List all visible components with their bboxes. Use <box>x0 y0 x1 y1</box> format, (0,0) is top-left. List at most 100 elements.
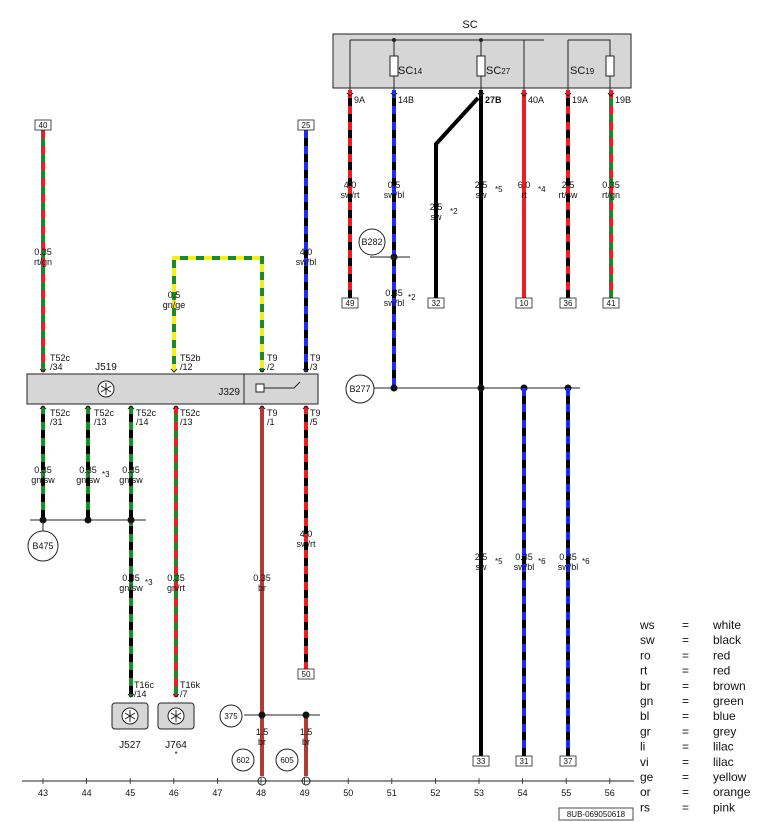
wire-color-label: gn/rt <box>167 583 186 593</box>
legend-code: gn <box>640 694 653 708</box>
ground-point-icon <box>345 374 375 404</box>
wire-size-label: 0.35 <box>122 573 140 583</box>
fuse-junction <box>479 38 483 42</box>
wire-layer <box>30 90 615 786</box>
connector-arrow-icon <box>170 368 178 373</box>
svg-text:T52c: T52c <box>136 408 157 418</box>
wire-color-label: rt/gn <box>34 257 52 267</box>
legend-color-name: blue <box>713 709 736 723</box>
terminal-box <box>602 297 620 309</box>
wire-note: *3 <box>145 578 153 587</box>
svg-text:T52c: T52c <box>50 408 71 418</box>
fuse-panel-title: SC <box>462 19 477 31</box>
svg-text:27B: 27B <box>485 95 502 105</box>
wire-size-label: 0.5 <box>168 290 181 300</box>
wire-note: *4 <box>538 185 546 194</box>
terminal-number: 25 <box>302 121 311 130</box>
fuse-outputs: 9A 14B 27B 40A 19A 19B <box>354 95 631 105</box>
svg-text:T52c: T52c <box>50 353 71 363</box>
wire-color-label: br <box>258 737 266 747</box>
wire-size-label: 0.35 <box>167 573 185 583</box>
svg-text:T16k: T16k <box>180 680 201 690</box>
wire-stripe <box>172 256 264 372</box>
column-number: 56 <box>605 788 615 798</box>
legend-code: ws <box>639 618 655 632</box>
wire-color-label: rt/gn <box>602 190 620 200</box>
column-number: 43 <box>38 788 48 798</box>
connector-arrow-icon <box>346 92 354 97</box>
column-number: 54 <box>518 788 528 798</box>
legend-code: li <box>640 740 645 754</box>
wire-size-label: 0.35 <box>385 288 403 298</box>
connector-arrow-icon <box>258 405 266 410</box>
wire-size-label: 0.35 <box>253 573 271 583</box>
connector-arrow-icon <box>607 92 615 97</box>
junction-dot <box>127 516 135 524</box>
legend-color-name: lilac <box>713 755 734 769</box>
terminal-box <box>341 297 359 309</box>
wire-color-label: gn/sw <box>119 583 143 593</box>
wire-note: *2 <box>450 207 458 216</box>
column-number: 51 <box>387 788 397 798</box>
junction-dot <box>84 516 92 524</box>
component-note-j764: * <box>174 750 177 759</box>
wire-size-label: 0.35 <box>602 180 620 190</box>
wire-size-label: 0.5 <box>388 180 401 190</box>
relay-j329 <box>243 373 319 405</box>
wire-color-label: sw <box>476 190 488 200</box>
svg-text:T16c: T16c <box>134 680 155 690</box>
legend-color-name: red <box>713 648 730 662</box>
ground-point-label: 605 <box>280 756 294 765</box>
ground-point-icon <box>219 704 243 728</box>
legend-code: gr <box>640 724 651 738</box>
terminal-box <box>297 119 315 131</box>
ground-point-label: B475 <box>32 541 53 551</box>
control-unit-icon <box>124 710 136 722</box>
wire-note: *5 <box>495 557 503 566</box>
junction-dot <box>302 711 310 719</box>
component-label-j764: J764 <box>165 740 187 751</box>
column-number: 45 <box>125 788 135 798</box>
column-number: 52 <box>430 788 440 798</box>
wire-note: *5 <box>495 185 503 194</box>
terminal-box <box>515 755 533 767</box>
legend-equals: = <box>682 724 689 738</box>
wire-note: *3 <box>102 470 110 479</box>
terminal-box <box>515 297 533 309</box>
column-number: 50 <box>343 788 353 798</box>
legend-equals: = <box>682 770 689 784</box>
terminal-box <box>427 297 445 309</box>
terminal-box <box>559 297 577 309</box>
terminal-number: 40 <box>39 121 48 130</box>
svg-text:T52c: T52c <box>94 408 115 418</box>
svg-text:14B: 14B <box>398 95 414 105</box>
column-number: 48 <box>256 788 266 798</box>
svg-text:19B: 19B <box>615 95 631 105</box>
legend-color-name: grey <box>713 724 736 738</box>
column-number: 49 <box>300 788 310 798</box>
connector-arrow-icon <box>172 405 180 410</box>
wire-color-label: sw/rt <box>341 190 360 200</box>
legend-code: or <box>640 785 651 799</box>
relay-switch-icon <box>264 381 301 389</box>
column-number: 53 <box>474 788 484 798</box>
legend-color-name: green <box>713 694 744 708</box>
wire-size-label: 4.0 <box>344 180 357 190</box>
color-legend: ws=whitesw=blackro=redrt=redbr=browngn=g… <box>639 618 751 814</box>
wire-color-label: gn/ge <box>163 300 186 310</box>
figure-id-box <box>558 807 634 821</box>
wire-color-label: sw/bl <box>384 298 405 308</box>
column-number: 47 <box>212 788 222 798</box>
fuse-sc27-icon <box>476 55 486 77</box>
terminal-number: 49 <box>346 299 355 308</box>
connector-arrow-icon <box>520 92 528 97</box>
wire-note: *6 <box>538 557 546 566</box>
wire-size-label: 0.35 <box>34 247 52 257</box>
ground-point-label: B282 <box>361 237 382 247</box>
junction-dot <box>477 384 485 392</box>
wire-note: *2 <box>408 293 416 302</box>
svg-text:/13: /13 <box>94 417 107 427</box>
svg-text:T9: T9 <box>310 353 321 363</box>
wire-color-label: rt <box>521 190 527 200</box>
